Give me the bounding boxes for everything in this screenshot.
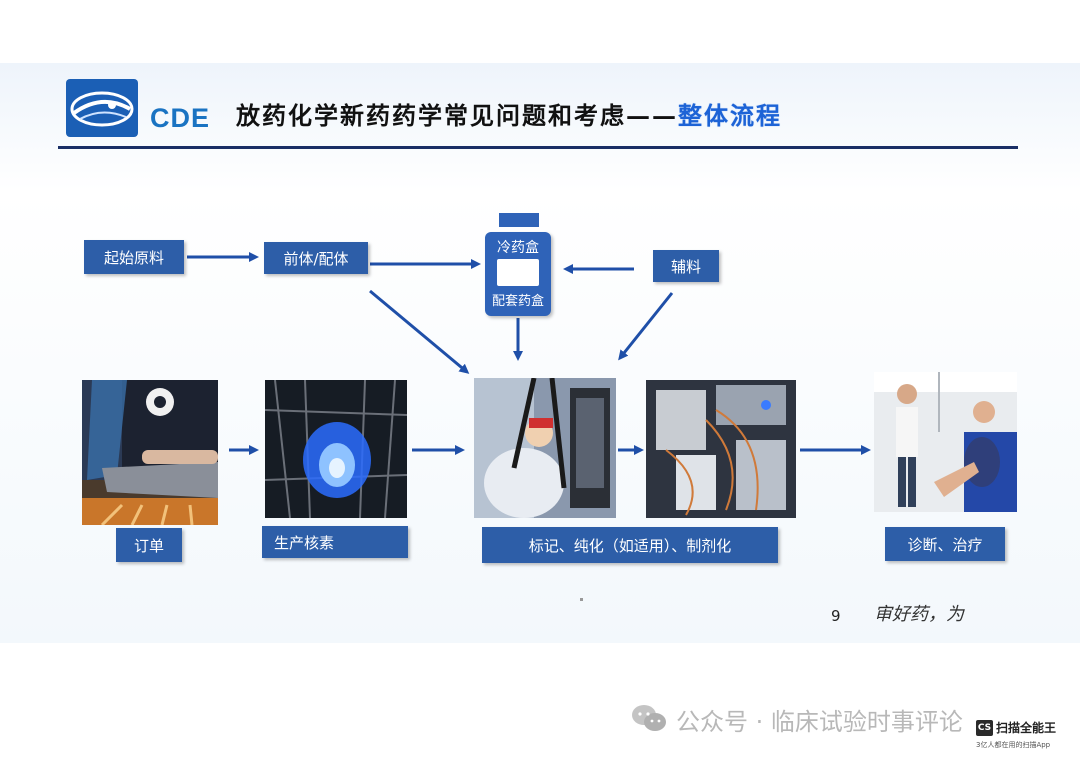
label-precursor-ligand: 前体/配体	[264, 242, 368, 274]
label-production: 生产核素	[262, 526, 408, 558]
kit-window	[497, 259, 539, 286]
kit-bottom-label: 配套药盒	[491, 294, 544, 309]
camscanner-name: 扫描全能王	[996, 721, 1057, 735]
camscanner-badge: CS	[976, 720, 993, 736]
page-number: 9	[831, 607, 841, 625]
title-dash: ——	[626, 101, 678, 130]
arrow-excipient-to-labeling	[618, 292, 674, 361]
title-main: 放药化学新药药学常见问题和考虑	[236, 101, 626, 130]
photo-reactor-production	[265, 380, 407, 518]
label-labeling: 标记、纯化（如适用）、制剂化	[482, 527, 778, 563]
wechat-icon	[632, 705, 666, 731]
handwritten-note: 审好药，为	[874, 604, 964, 625]
photo-laptop-order	[82, 380, 218, 525]
page-title: 放药化学新药药学常见问题和考虑——整体流程	[236, 96, 782, 131]
stray-dot	[580, 598, 583, 601]
kit-top-label: 冷药盒	[497, 240, 539, 256]
label-order: 订单	[116, 528, 182, 562]
label-excipient: 辅料	[653, 250, 719, 282]
kit-cap	[499, 213, 539, 227]
arrow-precursor-to-labeling	[369, 289, 470, 374]
photo-hotcell-labeling	[474, 378, 616, 518]
logo-text: CDE	[150, 103, 211, 133]
label-raw-material: 起始原料	[84, 240, 184, 274]
label-diagnosis: 诊断、治疗	[885, 527, 1005, 561]
title-highlight: 整体流程	[678, 101, 782, 130]
photo-qc-equipment	[646, 380, 796, 518]
title-divider	[58, 146, 1018, 149]
watermark-text: 公众号 · 临床试验时事评论	[676, 708, 963, 736]
photo-patient-diagnosis	[874, 372, 1017, 512]
camscanner-tagline: 3亿人都在用的扫描App	[976, 741, 1051, 749]
cde-logo-icon	[66, 79, 138, 137]
